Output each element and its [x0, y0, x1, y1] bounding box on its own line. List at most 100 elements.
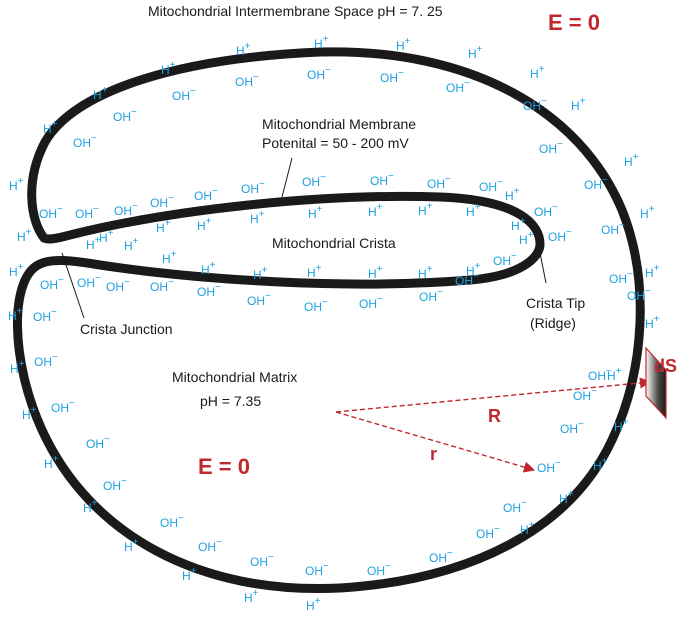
hydrogen-ion-30: H+	[86, 235, 101, 252]
hydrogen-ion-41: H+	[511, 216, 526, 233]
field-inside-label: E = 0	[198, 454, 250, 479]
hydrogen-ion-46: H+	[368, 202, 383, 219]
hydrogen-ion-48: H+	[466, 202, 481, 219]
hydroxide-ion-6: OH−	[39, 204, 63, 221]
hydrogen-ion-38: H+	[418, 264, 433, 281]
field-outside-label: E = 0	[548, 10, 600, 35]
hydroxide-ion-41: OH−	[160, 513, 184, 530]
hydroxide-ion-12: OH−	[302, 172, 326, 189]
hydrogen-ion-36: H+	[307, 263, 322, 280]
hydroxide-ion-18: OH−	[539, 139, 563, 156]
hydroxide-ion-7: OH−	[75, 204, 99, 221]
hydroxide-ion-46: OH−	[429, 548, 453, 565]
crista-tip-leader-line	[539, 252, 547, 284]
hydrogen-ion-18: H+	[468, 44, 483, 61]
hydroxide-ion-13: OH−	[370, 171, 394, 188]
hydroxide-ion-3: OH−	[172, 86, 196, 103]
hydroxide-ion-50: OH−	[537, 458, 561, 475]
hydroxide-ion-11: OH−	[241, 179, 265, 196]
hydroxide-ion-23: OH−	[534, 202, 558, 219]
hydrogen-ion-47: H+	[418, 201, 433, 218]
hydrogen-ion-25: H+	[607, 366, 622, 383]
hydrogen-ion-40: H+	[519, 230, 534, 247]
ion-labels: H+H+H+H+H+H+H+H+H+H+H+H+H+H+H+H+H+H+H+H+…	[8, 34, 660, 613]
hydrogen-ion-29: H+	[520, 520, 535, 537]
hydroxide-ion-52: OH−	[588, 366, 612, 383]
hydrogen-ion-45: H+	[308, 204, 323, 221]
crista-tip-label-line2: (Ridge)	[530, 315, 576, 331]
hydroxide-ion-42: OH−	[198, 537, 222, 554]
hydrogen-ion-0: H+	[236, 41, 251, 58]
hydroxide-ion-49: OH−	[560, 419, 584, 436]
hydrogen-ion-23: H+	[645, 263, 660, 280]
matrix-ph-label: pH = 7.35	[200, 393, 261, 409]
intermembrane-label: Mitochondrial Intermembrane Space pH = 7…	[148, 3, 443, 19]
hydrogen-ion-24: H+	[645, 314, 660, 331]
hydroxide-ion-8: OH−	[114, 201, 138, 218]
hydrogen-ion-21: H+	[624, 152, 639, 169]
hydroxide-ion-43: OH−	[250, 552, 274, 569]
matrix-label: Mitochondrial Matrix	[172, 369, 297, 385]
hydrogen-ion-32: H+	[124, 236, 139, 253]
hydroxide-ion-5: OH−	[73, 133, 97, 150]
vector-big-r-label: R	[488, 406, 501, 426]
hydroxide-ion-40: OH−	[103, 476, 127, 493]
hydrogen-ion-12: H+	[44, 454, 59, 471]
hydroxide-ion-44: OH−	[305, 561, 329, 578]
hydrogen-ion-10: H+	[10, 359, 25, 376]
hydrogen-ion-6: H+	[9, 176, 24, 193]
hydroxide-ion-27: OH−	[106, 277, 130, 294]
hydroxide-ion-48: OH−	[503, 498, 527, 515]
hydroxide-ion-21: OH−	[609, 269, 633, 286]
mitochondrial-membrane	[13, 47, 645, 594]
hydroxide-ion-30: OH−	[247, 291, 271, 308]
hydroxide-ion-39: OH−	[86, 434, 110, 451]
hydroxide-ion-33: OH−	[419, 287, 443, 304]
membrane-leader-line	[281, 157, 293, 198]
hydrogen-ion-26: H+	[614, 417, 629, 434]
vector-small-r-label: r	[430, 444, 437, 464]
hydrogen-ion-34: H+	[201, 260, 216, 277]
hydroxide-ion-47: OH−	[476, 524, 500, 541]
hydrogen-ion-13: H+	[83, 498, 98, 515]
hydroxide-ion-38: OH−	[51, 398, 75, 415]
hydrogen-ion-27: H+	[593, 456, 608, 473]
hydroxide-ion-16: OH−	[446, 78, 470, 95]
hydrogen-ion-33: H+	[162, 249, 177, 266]
surface-element-dS	[645, 346, 667, 420]
hydrogen-ion-2: H+	[396, 36, 411, 53]
hydroxide-ion-51: OH−	[573, 386, 597, 403]
hydroxide-ion-9: OH−	[150, 193, 174, 210]
hydroxide-ion-26: OH−	[77, 273, 101, 290]
membrane-label-line1: Mitochondrial Membrane	[262, 116, 416, 132]
hydroxide-ion-31: OH−	[304, 297, 328, 314]
hydrogen-ion-44: H+	[250, 209, 265, 226]
hydrogen-ion-22: H+	[640, 204, 655, 221]
hydroxide-ion-2: OH−	[380, 68, 404, 85]
crista-junction-leader-line	[61, 252, 85, 319]
hydroxide-ion-22: OH−	[627, 286, 651, 303]
hydrogen-ion-43: H+	[197, 216, 212, 233]
hydrogen-ion-16: H+	[244, 588, 259, 605]
hydroxide-ion-19: OH−	[584, 175, 608, 192]
hydroxide-ion-29: OH−	[197, 282, 221, 299]
hydrogen-ion-8: H+	[9, 262, 24, 279]
hydroxide-ion-17: OH−	[523, 96, 547, 113]
hydroxide-ion-4: OH−	[113, 107, 137, 124]
vector-big-r	[335, 377, 652, 413]
hydrogen-ion-37: H+	[368, 264, 383, 281]
hydrogen-ion-19: H+	[530, 64, 545, 81]
hydrogen-ion-31: H+	[99, 228, 114, 245]
crista-label: Mitochondrial Crista	[272, 235, 396, 251]
vector-small-r	[335, 411, 536, 473]
hydroxide-ion-14: OH−	[427, 174, 451, 191]
hydrogen-ion-7: H+	[17, 227, 32, 244]
hydroxide-ion-25: OH−	[40, 275, 64, 292]
hydroxide-ion-34: OH−	[455, 271, 479, 288]
hydroxide-ion-15: OH−	[479, 177, 503, 194]
hydroxide-ion-45: OH−	[367, 561, 391, 578]
hydrogen-ion-9: H+	[8, 306, 23, 323]
hydroxide-ion-32: OH−	[359, 294, 383, 311]
hydrogen-ion-49: H+	[505, 186, 520, 203]
hydroxide-ion-0: OH−	[235, 72, 259, 89]
